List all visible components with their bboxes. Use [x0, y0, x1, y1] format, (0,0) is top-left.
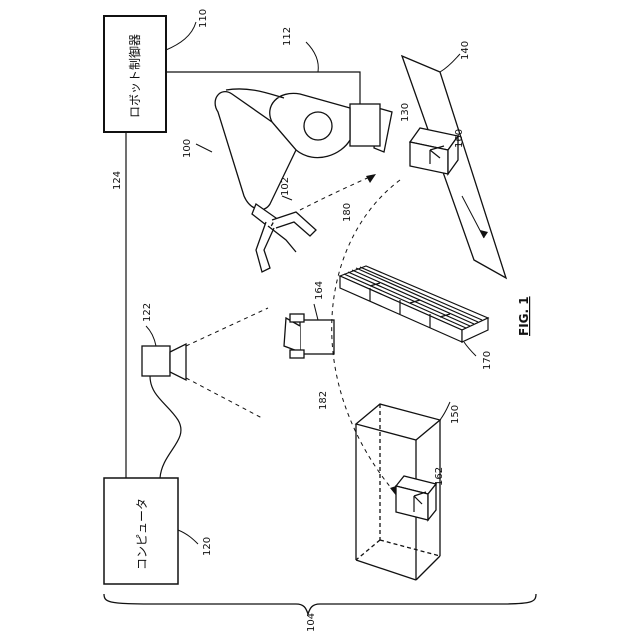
- ref-102: 102: [280, 177, 291, 196]
- ref-122: 122: [142, 303, 153, 322]
- leader-140: [440, 54, 460, 72]
- ref-124: 124: [112, 171, 123, 190]
- robot-arm: [215, 89, 392, 272]
- leader-112: [306, 42, 318, 72]
- ref-150: 150: [450, 405, 461, 424]
- ref-104: 104: [306, 613, 317, 632]
- leader-110: [166, 22, 196, 50]
- ref-162: 162: [434, 467, 445, 486]
- trajectory-180: [300, 176, 372, 210]
- object-on-conveyor: [410, 128, 458, 174]
- ref-180: 180: [342, 203, 353, 222]
- camera-fov-upper: [186, 308, 268, 346]
- brick-wall: [340, 266, 488, 342]
- cable-112: [166, 72, 376, 108]
- leader-170: [464, 342, 476, 356]
- figure-title: FIG. 1: [517, 296, 531, 336]
- gripper-tool: [284, 314, 334, 358]
- leader-100: [196, 144, 212, 152]
- leader-120: [178, 530, 198, 544]
- camera-body: [142, 346, 170, 376]
- robot-controller-label: ロボット制御器: [127, 34, 142, 118]
- ref-112: 112: [282, 27, 293, 46]
- leader-150: [440, 402, 450, 420]
- ref-110: 110: [198, 9, 209, 28]
- ref-160: 160: [454, 129, 465, 148]
- trajectory-182: [332, 180, 400, 494]
- ref-182: 182: [318, 391, 329, 410]
- ref-140: 140: [460, 41, 471, 60]
- ref-120: 120: [202, 537, 213, 556]
- camera-lens: [170, 344, 186, 380]
- camera-cable: [150, 376, 181, 478]
- camera-fov-lower: [186, 378, 262, 418]
- ref-164: 164: [314, 281, 325, 300]
- ref-100: 100: [182, 139, 193, 158]
- ref-130: 130: [400, 103, 411, 122]
- workcell-bracket: [104, 594, 536, 614]
- leader-164: [314, 304, 318, 320]
- ref-170: 170: [482, 351, 493, 370]
- trajectory-180-arrowhead: [366, 174, 376, 183]
- computer-label: コンピュータ: [135, 498, 149, 570]
- leader-122: [146, 326, 156, 346]
